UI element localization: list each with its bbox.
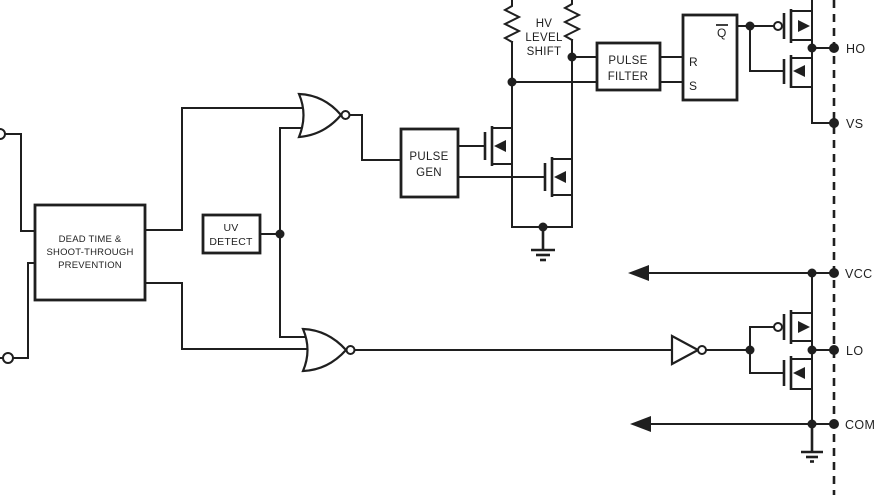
level-shift-mosfet-left (483, 126, 513, 166)
high-side-nmos (782, 55, 813, 88)
pin-lo-label: LO (846, 344, 863, 358)
hv-level-shift-line1: HV (536, 18, 553, 30)
pmos-gate-bubble (773, 21, 783, 31)
pin-com: COM (829, 418, 875, 432)
dead-time-line1: DEAD TIME & (59, 234, 122, 245)
junction-dots (275, 21, 817, 429)
pin-lo: LO (829, 344, 863, 358)
pin-ho: HO (829, 42, 866, 56)
ground-symbol-com (801, 424, 823, 463)
nor-high-output-bubble (340, 110, 351, 120)
mosfet-arrow (793, 367, 805, 379)
nor-gate-low (301, 327, 356, 373)
level-shift-resistor-right (562, 0, 582, 42)
mosfet-arrow (798, 20, 810, 32)
pulse-filter-block: PULSE FILTER (595, 41, 662, 92)
inverter-gate (670, 334, 707, 366)
com-supply-arrow (630, 416, 651, 432)
ground-symbol-level-shift (531, 227, 555, 262)
pin-com-label: COM (845, 418, 875, 432)
low-side-nmos (782, 356, 813, 390)
nor-low-output-bubble (345, 345, 356, 355)
latch-s-label: S (689, 79, 697, 93)
input-terminal-top (0, 128, 6, 140)
nor-gate-high (297, 92, 351, 139)
inverter-output-bubble (697, 345, 707, 355)
pin-vs-label: VS (846, 117, 863, 131)
pulse-filter-line2: FILTER (608, 71, 649, 83)
pin-vcc-label: VCC (845, 267, 873, 281)
pin-vs: VS (829, 117, 863, 131)
uv-detect-line1: UV (224, 222, 239, 234)
input-terminal-bottom (2, 352, 14, 364)
dead-time-block: DEAD TIME & SHOOT-THROUGH PREVENTION (33, 203, 147, 302)
uv-detect-line2: DETECT (209, 236, 253, 248)
mosfet-arrow (798, 321, 810, 333)
pmos-gate-bubble (773, 322, 783, 332)
pulse-gen-block: PULSE GEN (399, 127, 460, 199)
mosfet-arrow (793, 65, 805, 77)
pulse-filter-line1: PULSE (608, 55, 647, 67)
level-shift-mosfet-right (543, 157, 573, 197)
latch-r-label: R (689, 55, 698, 69)
dead-time-line2: SHOOT-THROUGH (46, 247, 133, 258)
rs-latch-block: R S Q (681, 13, 739, 102)
level-shift-resistor-left (502, 0, 522, 44)
hv-level-shift-label: HV LEVEL SHIFT (525, 18, 563, 58)
high-side-pmos (773, 9, 813, 43)
vcc-supply-arrow (628, 265, 649, 281)
pin-ho-label: HO (846, 42, 866, 56)
hv-level-shift-line3: SHIFT (527, 46, 562, 58)
mosfet-arrow (494, 140, 506, 152)
latch-qbar-label: Q (717, 26, 726, 40)
dead-time-line3: PREVENTION (58, 260, 122, 271)
pulse-gen-line2: GEN (416, 167, 442, 179)
uv-detect-block: UV DETECT (201, 213, 262, 255)
mosfet-arrow (554, 171, 566, 183)
hv-level-shift-line2: LEVEL (525, 32, 563, 44)
low-side-pmos (773, 310, 813, 344)
pin-vcc: VCC (829, 267, 873, 281)
pulse-gen-line1: PULSE (409, 151, 448, 163)
